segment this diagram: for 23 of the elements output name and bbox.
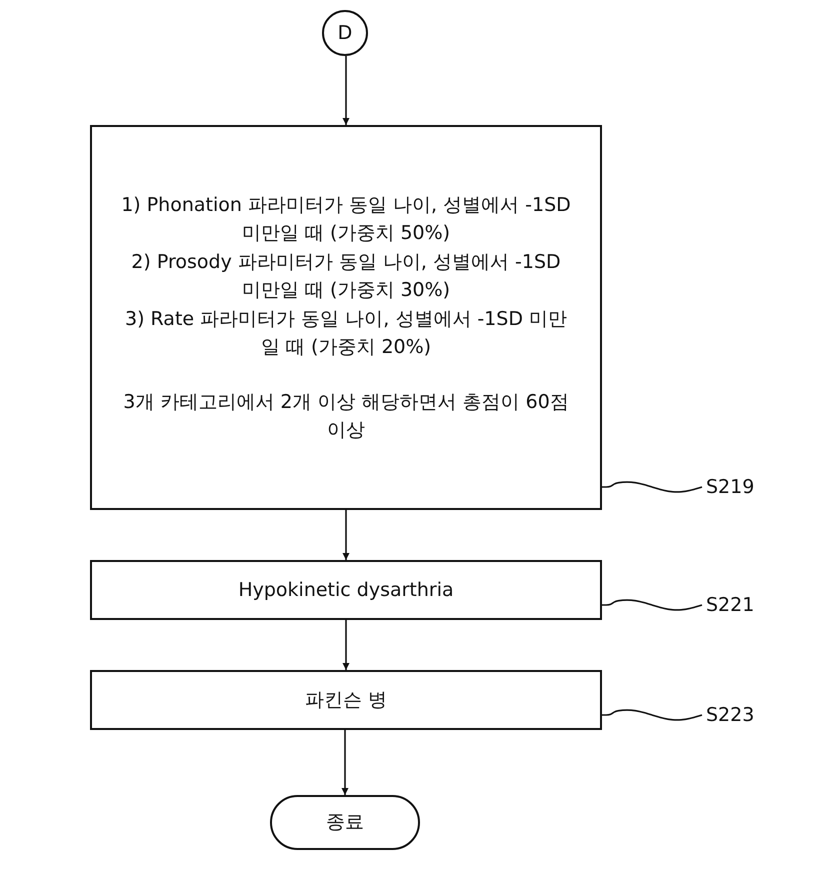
leader-line [602,709,702,721]
box-text: 1) Phonation 파라미터가 동일 나이, 성별에서 -1SD 미만일 때 (가중치 50%) [121,192,571,246]
connector-circle [322,10,368,56]
terminal-box [270,795,420,850]
step-label: S219 [706,474,754,500]
arrow [342,510,350,560]
box-text: 3개 카테고리에서 2개 이상 해당하면서 총점이 60점 이상 [122,390,570,443]
process-box [90,670,602,730]
process-box [90,560,602,620]
step-label: S221 [706,592,754,618]
process-box [90,125,602,510]
box-text: Hypokinetic dysarthria [238,578,454,603]
arrow [342,730,348,795]
box-text: 파킨슨 병 [304,688,388,713]
leader-line [602,599,702,611]
box-text: 3) Rate 파라미터가 동일 나이, 성별에서 -1SD 미만일 때 (가중치 20%) [124,306,568,360]
arrow [342,56,350,125]
connector-label: D [338,20,352,46]
step-label: S223 [706,702,754,728]
leader-line [602,481,702,493]
arrow [342,620,350,670]
box-text: 2) Prosody 파라미터가 동일 나이, 성별에서 -1SD 미만일 때 (가중치 30%) [130,250,562,303]
box-text: 종료 [326,810,364,836]
